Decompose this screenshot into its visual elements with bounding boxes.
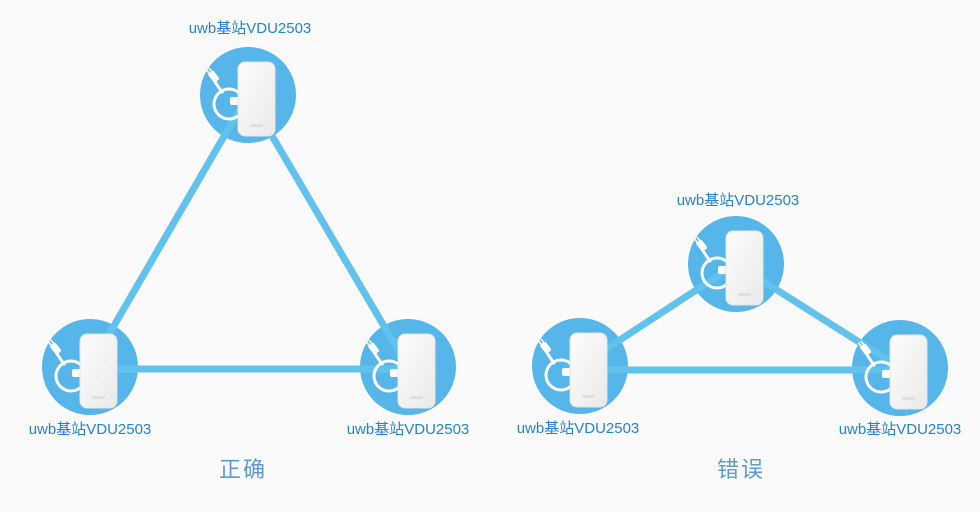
uwb-anchor-device-icon [45, 332, 119, 410]
node-label: uwb基站VDU2503 [28, 421, 152, 438]
caption-correct: 正确 [218, 457, 268, 482]
node-label: uwb基站VDU2503 [188, 20, 312, 37]
node-label: uwb基站VDU2503 [676, 192, 800, 209]
uwb-anchor-device-icon [363, 332, 437, 410]
node-label: uwb基站VDU2503 [838, 421, 962, 438]
node-label: uwb基站VDU2503 [346, 421, 470, 438]
caption-wrong: 错误 [716, 457, 766, 482]
link-line [244, 93, 412, 369]
uwb-anchor-device-icon [535, 331, 609, 409]
uwb-anchor-device-icon [203, 60, 277, 138]
uwb-anchor-device-icon [691, 229, 765, 307]
node-label: uwb基站VDU2503 [516, 420, 640, 437]
uwb-anchor-device-icon [855, 333, 929, 411]
link-line [86, 93, 252, 369]
